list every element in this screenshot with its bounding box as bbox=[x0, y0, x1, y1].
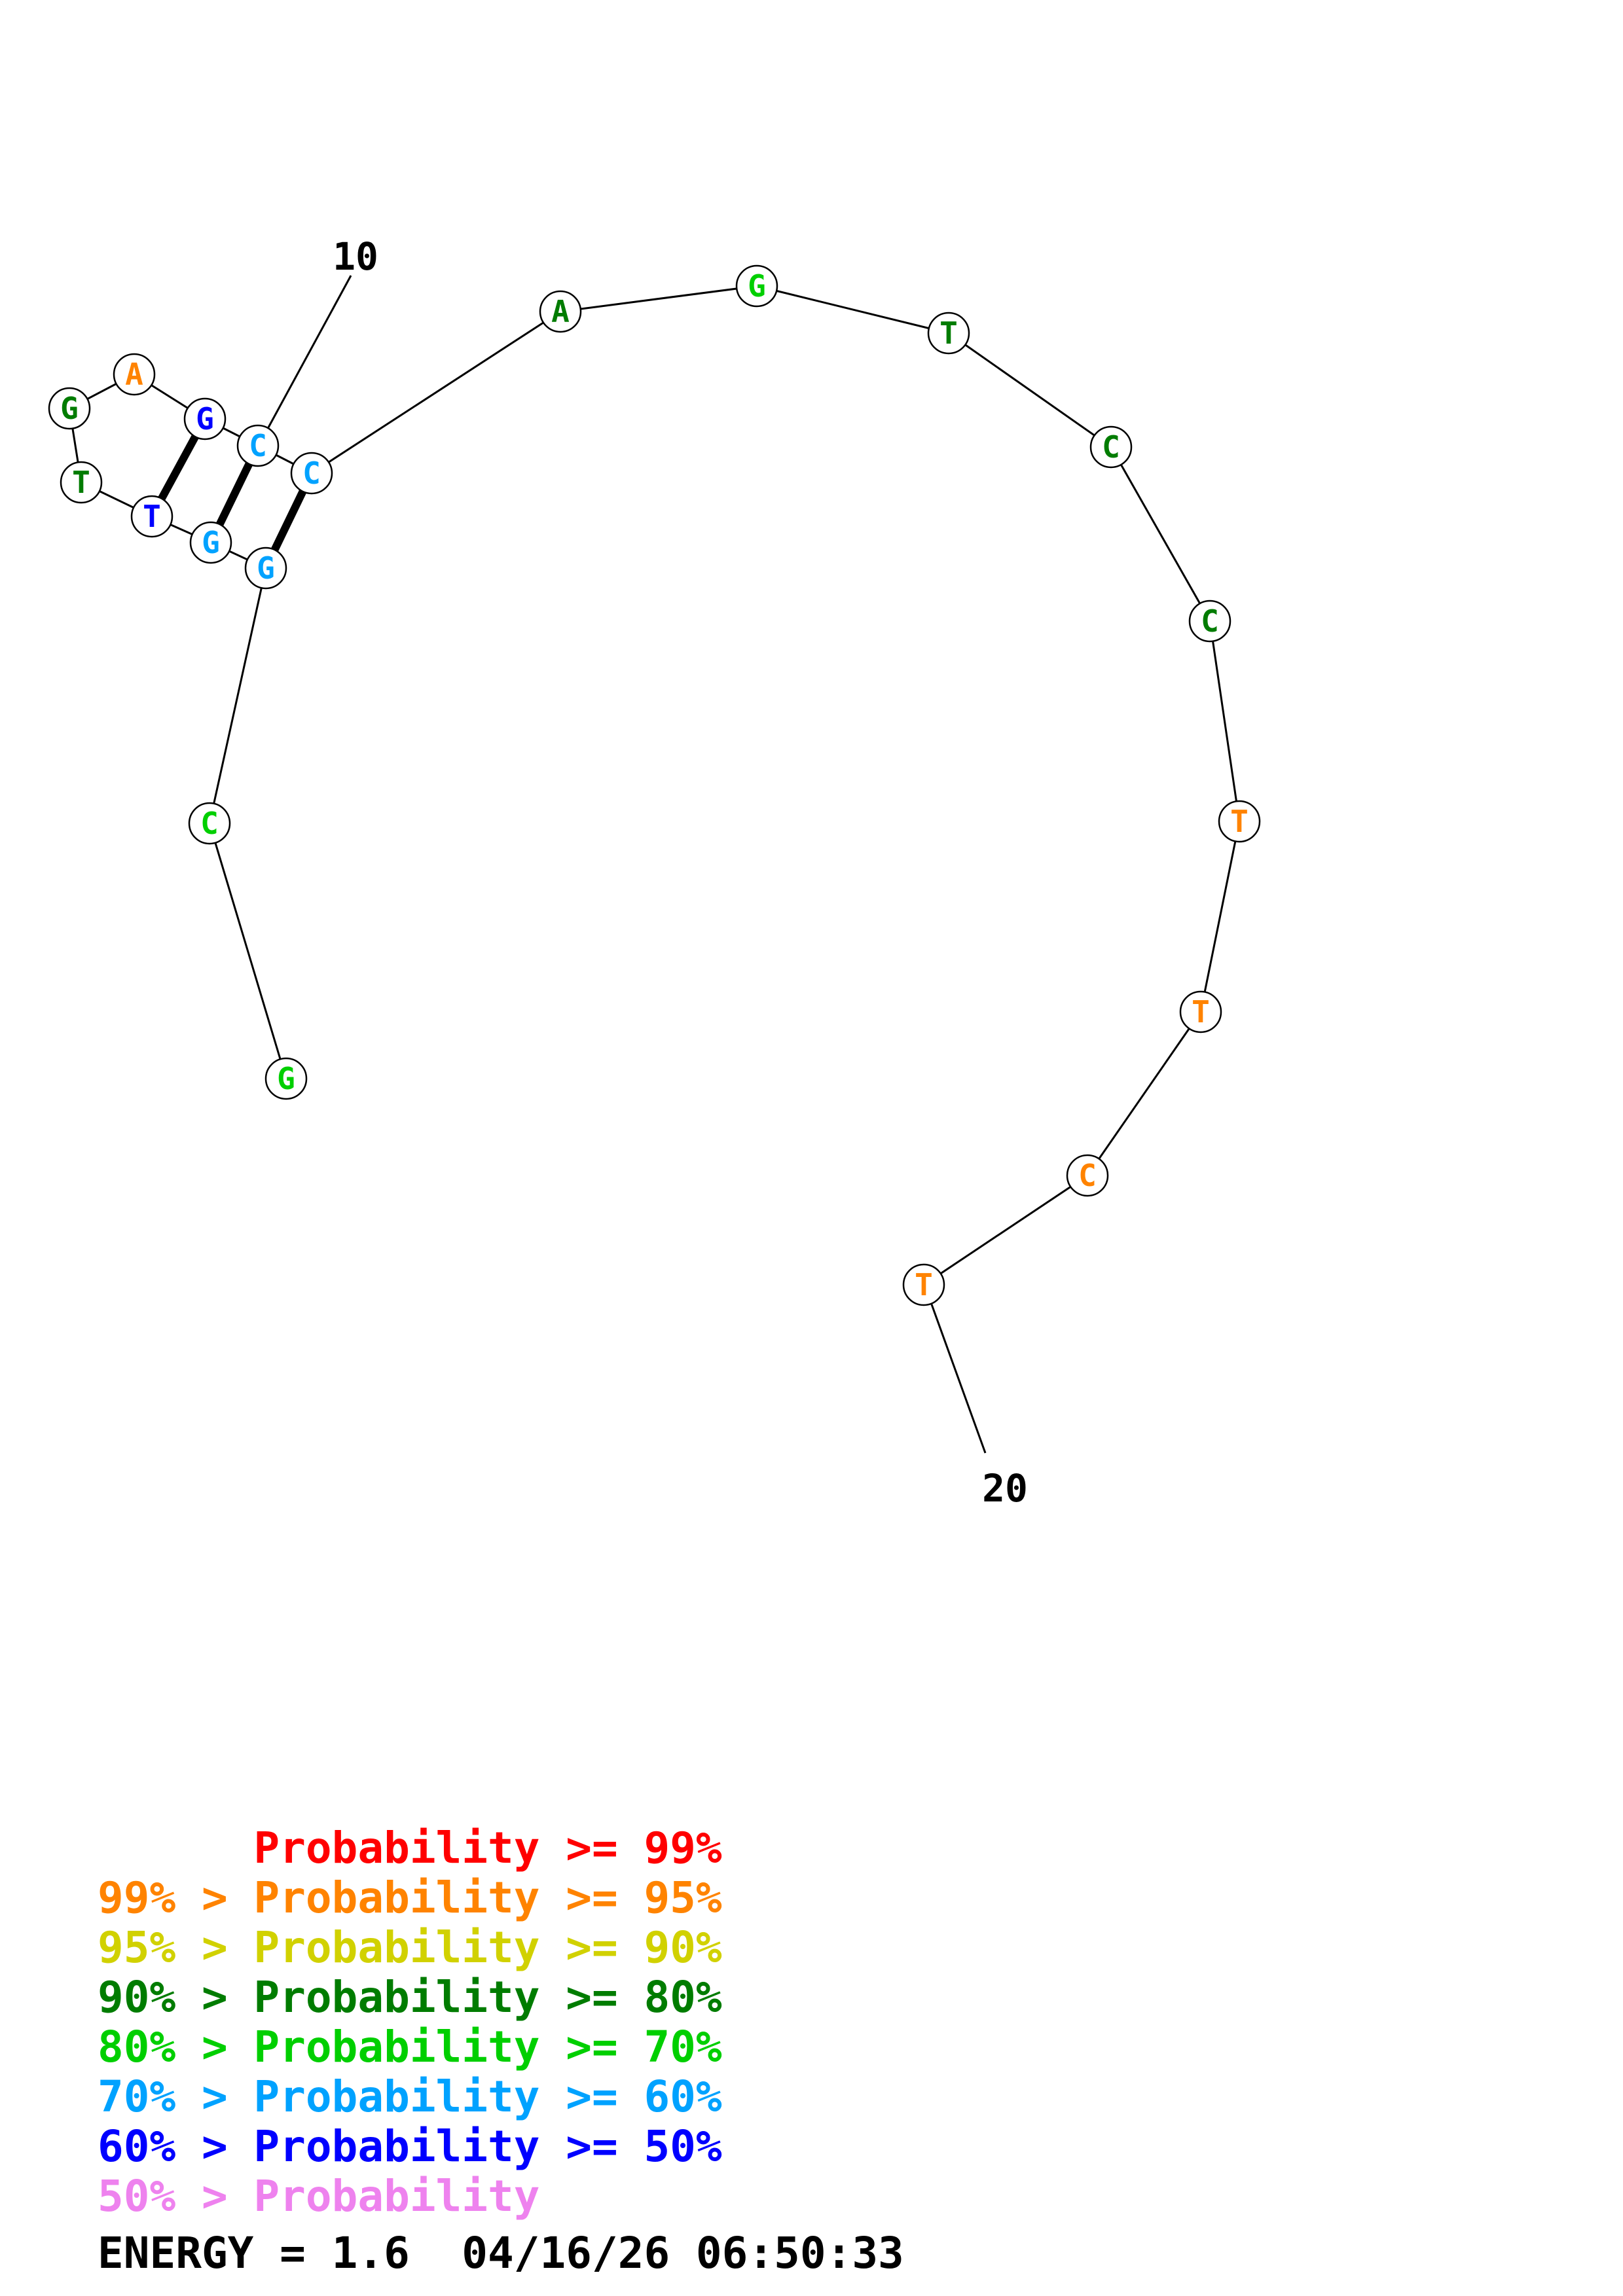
position-label: 20 bbox=[982, 1466, 1028, 1511]
nucleotide-base: G bbox=[60, 391, 79, 426]
nucleotide-circle bbox=[130, 495, 173, 538]
nucleotide-base: T bbox=[143, 499, 161, 534]
nucleotide-base: C bbox=[1201, 603, 1219, 639]
backbone-segment bbox=[1209, 620, 1241, 822]
legend-row: 60% > Probability >= 50% bbox=[98, 2121, 722, 2172]
backbone-segment bbox=[948, 332, 1112, 448]
legend-row: Probability >= 99% bbox=[98, 1823, 722, 1873]
probability-legend: Probability >= 99% 99% > Probability >= … bbox=[98, 1823, 722, 2221]
nucleotide-base: G bbox=[202, 525, 220, 560]
legend-row: 70% > Probability >= 60% bbox=[98, 2072, 722, 2122]
legend-row: 90% > Probability >= 80% bbox=[98, 1972, 722, 2022]
nucleotide-base: C bbox=[1102, 429, 1120, 465]
backbone-segment bbox=[208, 567, 267, 824]
nucleotide-circle bbox=[927, 312, 970, 355]
position-label-tick bbox=[930, 1304, 987, 1454]
nucleotide-base: A bbox=[551, 294, 570, 329]
backbone-segment bbox=[560, 285, 757, 313]
legend-row: 80% > Probability >= 70% bbox=[98, 2022, 722, 2072]
nucleotide-base: G bbox=[196, 401, 214, 437]
nucleotide-circle bbox=[735, 264, 778, 308]
nucleotide-base: A bbox=[125, 357, 143, 392]
nucleotide-circle bbox=[1179, 990, 1222, 1033]
backbone-segment bbox=[923, 1174, 1088, 1286]
nucleotide-circle bbox=[539, 290, 582, 333]
nucleotide-circle bbox=[1218, 800, 1261, 843]
backbone-segment bbox=[1086, 1011, 1202, 1176]
nucleotide-base: G bbox=[257, 550, 275, 586]
nucleotide-base: C bbox=[200, 806, 219, 841]
backbone-segment bbox=[311, 310, 561, 475]
nucleotide-circle bbox=[1089, 425, 1133, 469]
nucleotide-circle bbox=[1188, 600, 1231, 643]
nucleotide-circle bbox=[189, 521, 232, 564]
nucleotide-circle bbox=[183, 397, 227, 440]
nucleotide-base: T bbox=[1192, 994, 1210, 1030]
nucleotide-base: C bbox=[249, 428, 267, 463]
legend-row: 50% > Probability bbox=[98, 2171, 540, 2221]
nucleotide-base: T bbox=[1230, 804, 1249, 839]
nucleotide-base: G bbox=[277, 1061, 295, 1096]
nucleotide-circle bbox=[188, 802, 231, 845]
nucleotide-circle bbox=[1066, 1154, 1109, 1197]
nucleotide-circle bbox=[236, 424, 280, 467]
backbone-segment bbox=[1199, 821, 1241, 1013]
nucleotide-circle bbox=[48, 387, 91, 430]
nucleotide-base: G bbox=[748, 268, 766, 304]
position-label-tick bbox=[267, 275, 352, 428]
nucleotide-base: T bbox=[915, 1267, 933, 1302]
nucleotide-base: C bbox=[1078, 1158, 1097, 1193]
nucleotide-circle bbox=[290, 452, 333, 495]
nucleotide-circle bbox=[902, 1263, 945, 1306]
position-label: 10 bbox=[333, 234, 378, 279]
nucleotide-circle bbox=[244, 547, 287, 590]
legend-row: 99% > Probability >= 95% bbox=[98, 1873, 722, 1923]
nucleotide-base: T bbox=[939, 315, 958, 351]
backbone-segment bbox=[1110, 446, 1211, 622]
nucleotide-circle bbox=[264, 1057, 308, 1100]
energy-timestamp-line: ENERGY = 1.6 04/16/26 06:50:33 bbox=[98, 2228, 904, 2278]
nucleotide-base: T bbox=[72, 465, 90, 500]
legend-row: 95% > Probability >= 90% bbox=[98, 1922, 722, 1973]
nucleotide-circle bbox=[60, 461, 103, 504]
nucleotide-circle bbox=[113, 353, 156, 396]
nucleotide-base: C bbox=[302, 456, 321, 491]
backbone-segment bbox=[208, 823, 287, 1079]
backbone-segment bbox=[756, 285, 949, 334]
